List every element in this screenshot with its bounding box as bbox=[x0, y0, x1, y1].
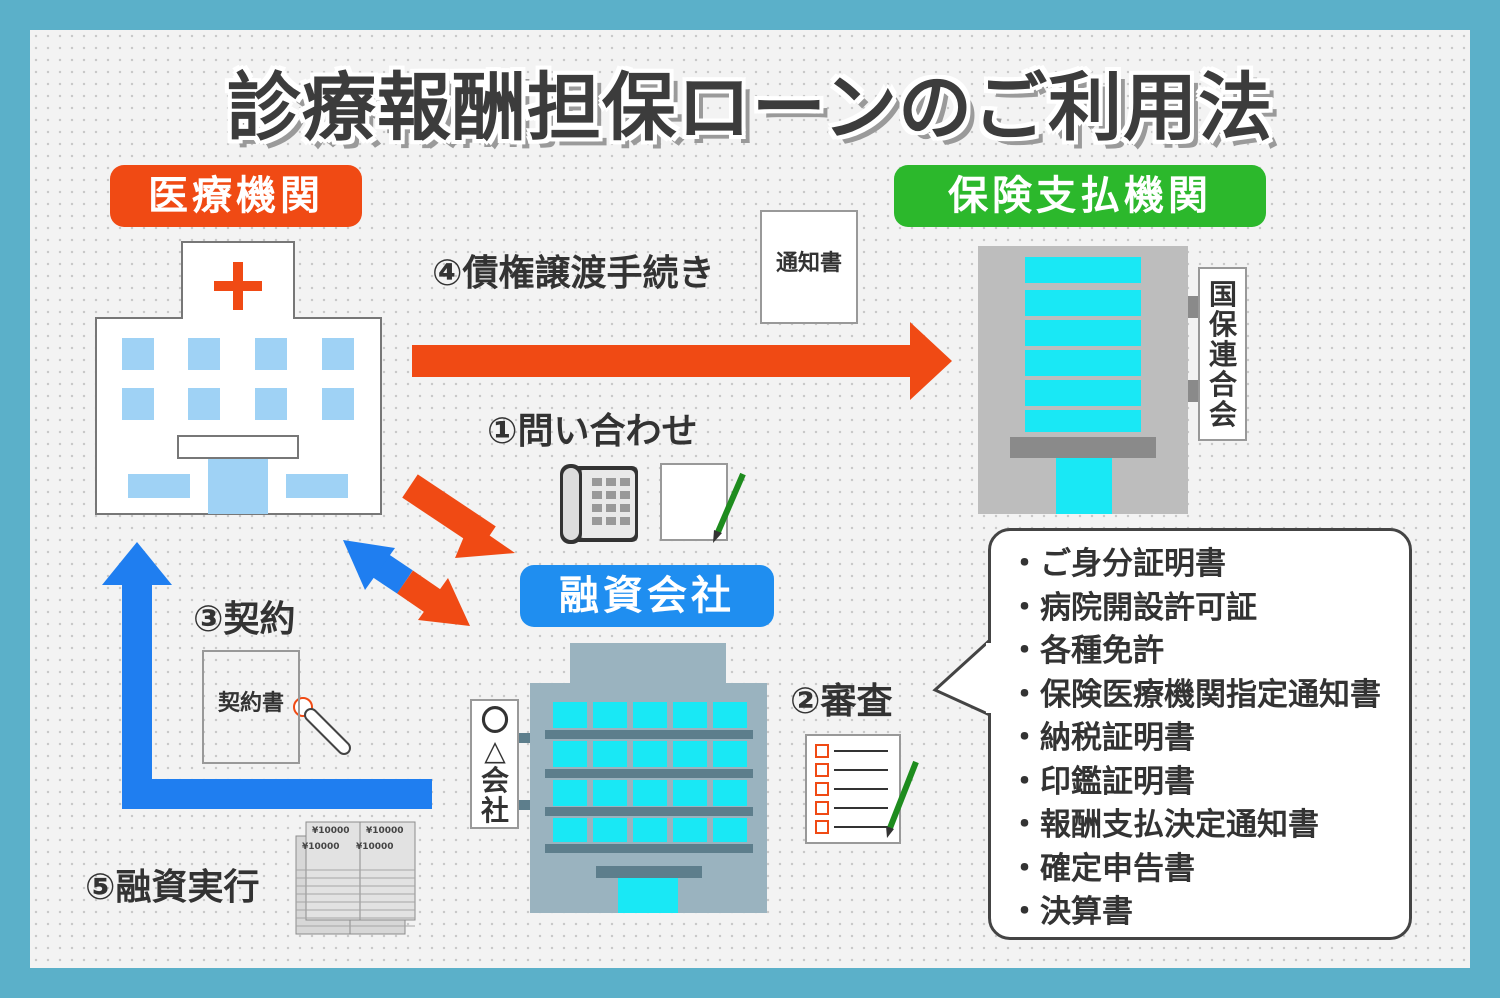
seal-stamp-icon bbox=[293, 697, 351, 755]
step2-label: ②審査 bbox=[790, 681, 893, 722]
hospital-building bbox=[95, 241, 382, 515]
list-item: 決算書 bbox=[1027, 891, 1409, 935]
page-title: 診療報酬担保ローンのご利用法 bbox=[226, 65, 1274, 151]
list-item: ご身分証明書 bbox=[1027, 543, 1409, 587]
step5-label: ⑤融資実行 bbox=[85, 867, 260, 908]
insurer-tag: 保険支払機関 bbox=[894, 165, 1266, 227]
arrow-contract bbox=[343, 540, 470, 626]
list-item: 各種免許 bbox=[1027, 630, 1409, 674]
list-item: 印鑑証明書 bbox=[1027, 761, 1409, 805]
banknote-label: ¥10000 bbox=[356, 842, 394, 852]
required-documents-box: ご身分証明書 病院開設許可証 各種免許 保険医療機関指定通知書 納税証明書 印鑑… bbox=[988, 528, 1412, 940]
lender-building bbox=[470, 643, 767, 913]
insurer-building bbox=[978, 246, 1247, 514]
banknote-label: ¥10000 bbox=[312, 826, 350, 836]
list-item: 病院開設許可証 bbox=[1027, 587, 1409, 631]
speech-bubble-tail bbox=[932, 636, 992, 718]
step4-label: ④債権譲渡手続き bbox=[432, 253, 715, 294]
lender-sign: 〇△会社 bbox=[480, 704, 509, 827]
arrow-inquiry bbox=[402, 474, 515, 558]
telephone-icon bbox=[560, 464, 638, 544]
bubble-tail-join bbox=[986, 643, 993, 713]
banknote-label: ¥10000 bbox=[366, 826, 404, 836]
checklist-icon bbox=[805, 734, 919, 844]
step1-label: ①問い合わせ bbox=[487, 411, 698, 452]
contract-document: 契約書 bbox=[202, 650, 300, 764]
memo-pencil-icon bbox=[660, 463, 746, 543]
list-item: 確定申告書 bbox=[1027, 848, 1409, 892]
insurer-sign: 国保連合会 bbox=[1208, 278, 1237, 431]
notice-document: 通知書 bbox=[760, 210, 858, 324]
list-item: 納税証明書 bbox=[1027, 717, 1409, 761]
list-item: 保険医療機関指定通知書 bbox=[1027, 674, 1409, 718]
money-stack-icon bbox=[295, 821, 416, 935]
lender-tag: 融資会社 bbox=[520, 565, 774, 627]
arrow-financing bbox=[102, 542, 432, 809]
hospital-tag: 医療機関 bbox=[110, 165, 362, 227]
banknote-label: ¥10000 bbox=[302, 842, 340, 852]
arrow-transfer bbox=[412, 322, 952, 400]
required-documents-list: ご身分証明書 病院開設許可証 各種免許 保険医療機関指定通知書 納税証明書 印鑑… bbox=[991, 531, 1409, 935]
step3-label: ③契約 bbox=[193, 599, 296, 640]
list-item: 報酬支払決定通知書 bbox=[1027, 804, 1409, 848]
